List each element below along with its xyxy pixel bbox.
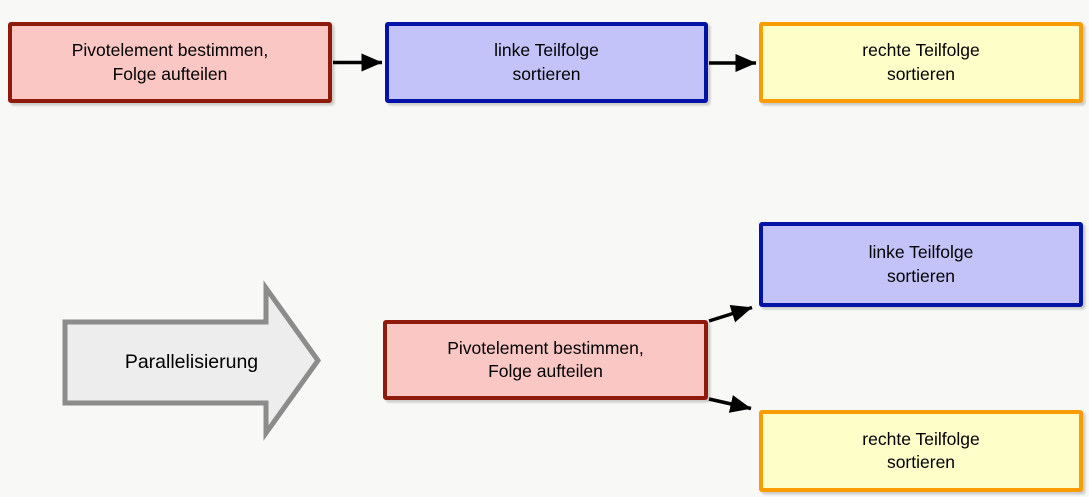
box-label-line: sortieren (512, 63, 581, 84)
box-label-line: sortieren (886, 265, 956, 286)
box-left-subsequence-parallel: linke Teilfolge sortieren (759, 222, 1083, 307)
box-pivot-parallel: Pivotelement bestimmen, Folge aufteilen (383, 320, 708, 400)
parallelization-label: Parallelisierung (124, 351, 259, 373)
split-arrow-to-right-subsequence (708, 395, 752, 413)
box-label-line: rechte Teilfolge (862, 40, 980, 61)
box-right-subsequence-parallel: rechte Teilfolge sortieren (759, 410, 1083, 492)
box-pivot-sequential: Pivotelement bestimmen, Folge aufteilen (8, 22, 332, 103)
box-label-line: linke Teilfolge (868, 242, 974, 263)
box-label-line: Pivotelement bestimmen, (71, 40, 269, 61)
box-label-line: Folge aufteilen (112, 63, 228, 84)
box-label-line: sortieren (886, 452, 956, 472)
split-arrow-to-left-subsequence (708, 305, 753, 323)
box-right-subsequence-sequential: rechte Teilfolge sortieren (759, 22, 1083, 103)
box-label-line: Pivotelement bestimmen, (447, 337, 644, 358)
box-label-line: Folge aufteilen (488, 361, 603, 381)
box-left-subsequence-sequential: linke Teilfolge sortieren (385, 22, 708, 103)
box-label-line: linke Teilfolge (494, 40, 599, 61)
box-label-line: sortieren (886, 63, 956, 84)
box-label-line: rechte Teilfolge (862, 428, 980, 449)
